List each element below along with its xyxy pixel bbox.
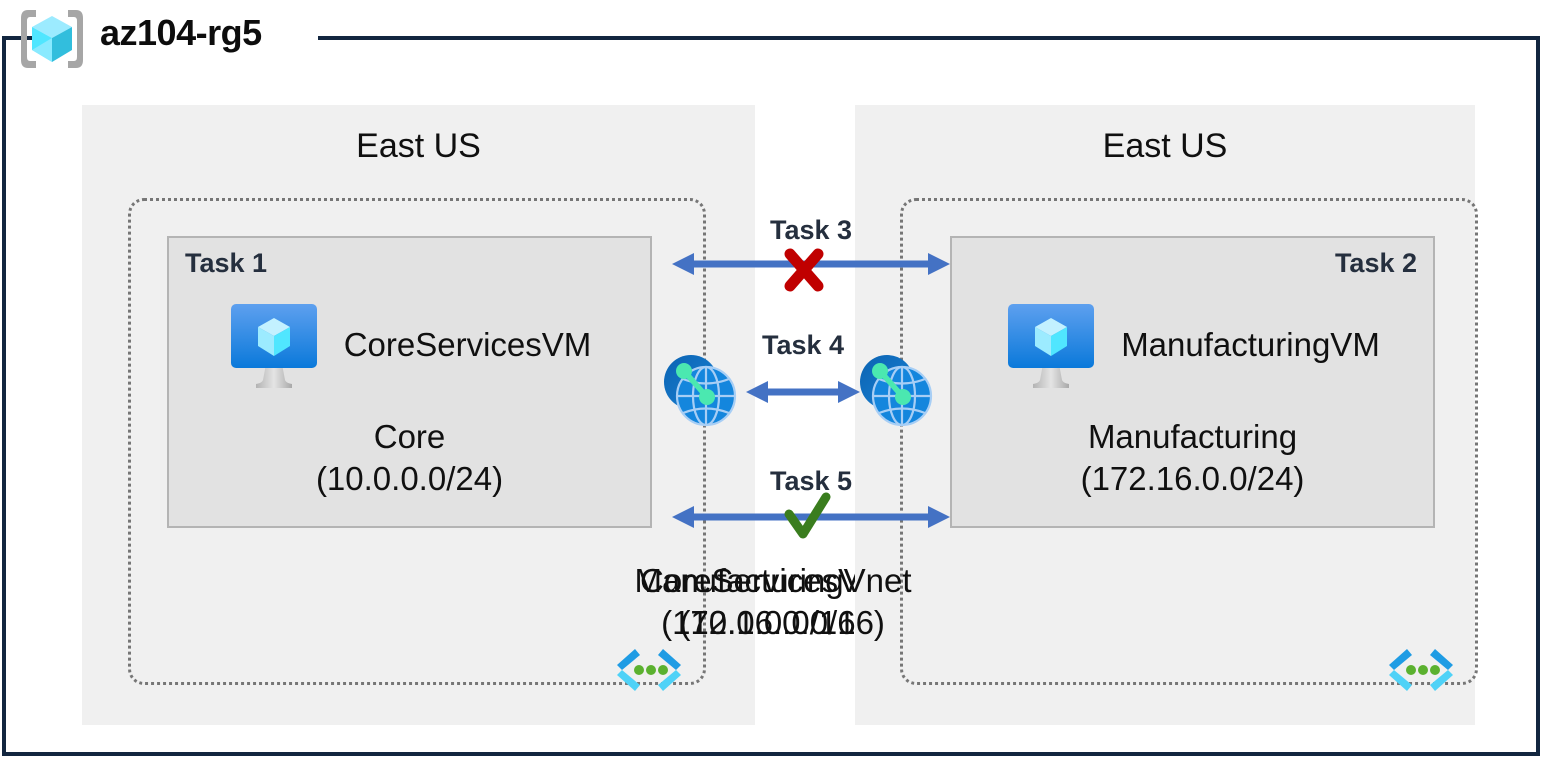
subnet-box-manufacturing: Task 2 (950, 236, 1435, 528)
connector-label-task4: Task 4 (761, 330, 845, 360)
vnet-boundary-manufacturing (900, 198, 1478, 685)
vnet-cidr-core: (10.0.0.0/16) (679, 604, 867, 642)
vnet-peering-icon (858, 352, 936, 428)
subnet-name-manufacturing: Manufacturing (1087, 418, 1298, 455)
frame-top-right-segment (318, 36, 1540, 40)
subnet-caption-core: Core (10.0.0.0/24) (169, 416, 650, 500)
azure-resource-group-cube-icon (16, 6, 88, 72)
subnet-box-core: Task 1 (167, 236, 652, 528)
virtual-network-icon (1385, 645, 1457, 695)
resource-group-name: az104-rg5 (100, 12, 262, 53)
vm-name-manufacturing: ManufacturingVM (1121, 326, 1380, 363)
virtual-network-icon (613, 645, 685, 695)
subnet-cidr-manufacturing: (172.16.0.0/24) (1080, 460, 1305, 498)
vnet-caption-manufacturing: ManufacturingVnet (172.16.0.0/16) (0, 560, 1546, 644)
region-label-right: East US (1102, 127, 1228, 165)
vm-row-core: CoreServicesVM (169, 300, 650, 390)
region-label-left: East US (356, 127, 481, 165)
subnet-caption-manufacturing: Manufacturing (172.16.0.0/24) (952, 416, 1433, 500)
connector-label-task5: Task 5 (769, 466, 853, 496)
vnet-peering-icon (662, 352, 740, 428)
subnet-name-core: Core (373, 418, 446, 455)
resource-group-frame (2, 38, 1540, 756)
task-tag-1: Task 1 (185, 248, 268, 278)
frame-top-left-segment (2, 36, 38, 40)
vm-name-core: CoreServicesVM (343, 326, 592, 363)
vm-row-manufacturing: ManufacturingVM (952, 300, 1433, 390)
vnet-boundary-core (128, 198, 706, 685)
virtual-machine-icon (228, 300, 320, 390)
subnet-cidr-core: (10.0.0.0/24) (315, 460, 504, 498)
vnet-cidr-manufacturing: (172.16.0.0/16) (661, 604, 885, 642)
virtual-machine-icon (1005, 300, 1097, 390)
vnet-name-manufacturing: ManufacturingVnet (634, 562, 912, 599)
connector-label-task3: Task 3 (769, 215, 853, 245)
task-tag-2: Task 2 (1334, 248, 1417, 278)
